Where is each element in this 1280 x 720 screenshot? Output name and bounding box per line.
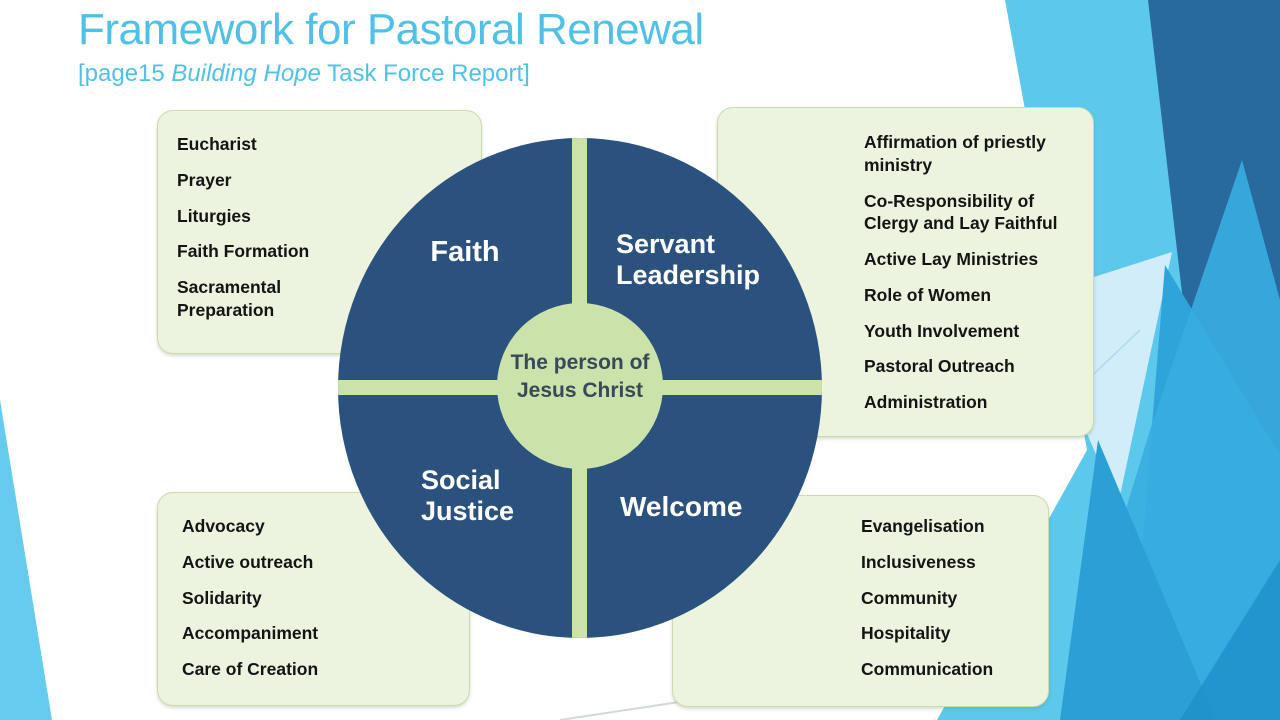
list-item: Prayer xyxy=(177,169,232,190)
list-item: Youth Involvement xyxy=(864,320,1020,341)
slide-title: Framework for Pastoral Renewal xyxy=(78,5,704,54)
list-item: Advocacy xyxy=(182,516,265,536)
bottom-left-triangle xyxy=(0,400,52,720)
slide-subtitle: [page15 Building Hope Task Force Report] xyxy=(78,60,704,88)
list-item: Administration xyxy=(864,392,988,412)
right-mid-shape-3 xyxy=(1060,440,1216,720)
subtitle-book-title: Building Hope xyxy=(171,60,321,88)
quadrant-label-welcome: Welcome xyxy=(620,491,743,522)
quadrant-label-social-justice: Social Justice xyxy=(421,465,515,527)
wheel-center-label: The person of Jesus Christ xyxy=(510,351,650,402)
list-item: Co-Responsibility of Clergy and Lay Fait… xyxy=(864,190,1058,234)
list-item: Liturgies xyxy=(177,205,251,226)
list-item: Affirmation of priestly ministry xyxy=(864,132,1046,175)
subtitle-suffix: Task Force Report] xyxy=(320,60,530,88)
wheel-center-circle xyxy=(497,303,663,469)
list-item: Active outreach xyxy=(182,551,314,572)
list-item: Solidarity xyxy=(182,587,262,608)
list-item: Care of Creation xyxy=(182,659,319,679)
quadrant-label-faith: Faith xyxy=(430,236,500,268)
list-item: Accompaniment xyxy=(182,623,319,644)
quadrant-label-servant-leadership: Servant Leadership xyxy=(616,229,761,291)
list-item: Communication xyxy=(861,659,994,679)
list-item: Hospitality xyxy=(861,623,951,644)
list-item: Role of Women xyxy=(864,284,992,305)
right-deep-shape xyxy=(1180,560,1280,720)
list-item: Inclusiveness xyxy=(861,551,976,572)
list-item: Faith Formation xyxy=(177,241,310,262)
list-item: Evangelisation xyxy=(861,516,985,536)
list-item: Active Lay Ministries xyxy=(864,249,1039,269)
list-item: Eucharist xyxy=(177,134,257,154)
list-item: Pastoral Outreach xyxy=(864,356,1015,377)
list-item: Community xyxy=(861,587,958,608)
subtitle-prefix: [page15 xyxy=(78,60,172,88)
list-item: Sacramental Preparation xyxy=(177,277,282,320)
